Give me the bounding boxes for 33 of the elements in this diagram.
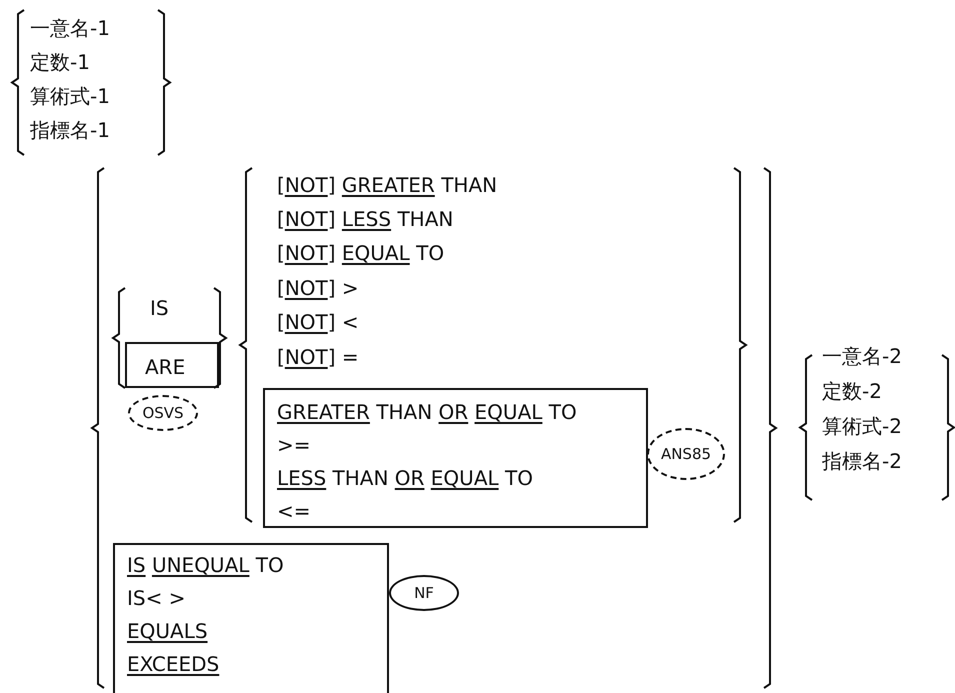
- syntax-line: IS UNEQUAL TO: [127, 553, 284, 577]
- syntax-line: LESS THAN OR EQUAL TO: [277, 466, 533, 490]
- syntax-term: 定数-1: [30, 50, 90, 74]
- syntax-line: [NOT] =: [277, 345, 359, 369]
- syntax-term: 一意名-1: [30, 16, 110, 40]
- syntax-line: EXCEEDS: [127, 652, 220, 676]
- dialect-tag: NF: [414, 584, 434, 602]
- syntax-line: [NOT] GREATER THAN: [277, 173, 498, 197]
- dashed-ellipse: [128, 395, 198, 431]
- syntax-term: 算術式-1: [30, 84, 110, 108]
- syntax-term: 指標名-2: [822, 449, 902, 473]
- syntax-line: GREATER THAN OR EQUAL TO: [277, 400, 577, 424]
- syntax-line: [NOT] LESS THAN: [277, 207, 454, 231]
- syntax-term: 算術式-2: [822, 414, 902, 438]
- syntax-line: IS< >: [127, 586, 186, 610]
- ellipse: [389, 575, 459, 611]
- syntax-line: [NOT] >: [277, 276, 359, 300]
- dashed-ellipse: [647, 428, 725, 480]
- syntax-line: [NOT] EQUAL TO: [277, 241, 444, 265]
- option-box: [113, 543, 389, 693]
- syntax-line: [NOT] <: [277, 310, 359, 334]
- syntax-keyword: IS: [150, 296, 169, 320]
- syntax-keyword: ARE: [145, 355, 186, 379]
- syntax-term: 一意名-2: [822, 344, 902, 368]
- syntax-line: EQUALS: [127, 619, 208, 643]
- syntax-term: 定数-2: [822, 379, 882, 403]
- option-box: [263, 388, 648, 528]
- dialect-tag: ANS85: [660, 445, 712, 463]
- syntax-line: >=: [277, 433, 311, 457]
- syntax-term: 指標名-1: [30, 118, 110, 142]
- dialect-tag: OSVS: [142, 404, 184, 422]
- syntax-line: <=: [277, 499, 311, 523]
- keyword-box: [125, 342, 219, 388]
